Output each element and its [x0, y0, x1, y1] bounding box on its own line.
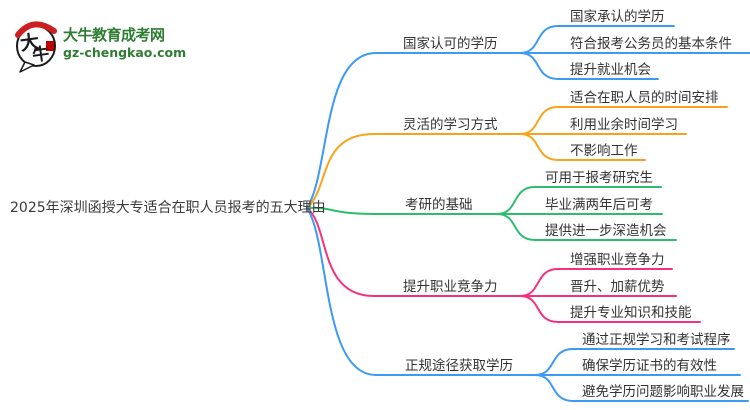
- sub-node-5-2: 确保学历证书的有效性: [582, 358, 717, 374]
- branch-2-lines: [306, 106, 728, 209]
- sub-node-3-3: 提供进一步深造机会: [545, 223, 667, 239]
- sub-node-5-3: 避免学历问题影响职业发展: [582, 384, 744, 400]
- sub-node-5-1: 通过正规学习和考试程序: [582, 332, 731, 348]
- sub-branch-line: [519, 133, 646, 161]
- sub-branch-line: [496, 213, 677, 241]
- branch-line: [306, 206, 498, 215]
- branch-4-lines: [306, 207, 701, 323]
- branch-5-lines: [306, 207, 749, 402]
- logo-title: 大牛教育成考网: [63, 26, 165, 44]
- branch-1-lines: [306, 25, 750, 209]
- branch-line: [306, 207, 521, 297]
- branch-line: [306, 207, 536, 376]
- sub-node-1-3: 提升就业机会: [570, 62, 651, 78]
- root-topic: 2025年深圳函授大专适合在职人员报考的五大理由: [10, 200, 326, 216]
- logo-mark-char2: 牛: [31, 43, 51, 67]
- sub-node-4-1: 增强职业竞争力: [570, 252, 665, 268]
- sub-branch-line: [519, 52, 659, 80]
- logo-mark-bubble: 大 牛: [13, 19, 63, 75]
- branch-label-1: 国家认可的学历: [403, 36, 498, 52]
- logo-bubble-graphic: [15, 21, 57, 73]
- sub-node-2-1: 适合在职人员的时间安排: [570, 90, 719, 106]
- logo-domain: gz-chengkao.com: [63, 45, 187, 60]
- sub-node-4-3: 提升专业知识和技能: [570, 305, 692, 321]
- sub-branch-line: [519, 295, 701, 323]
- branch-label-5: 正规途径获取学历: [405, 358, 513, 374]
- branch-3-lines: [306, 186, 677, 241]
- logo-red-seal: [46, 41, 54, 51]
- logo-red-cap: [15, 21, 57, 38]
- sub-node-3-2: 毕业满两年后可考: [545, 197, 653, 213]
- branch-line: [306, 52, 521, 209]
- branch-line: [306, 133, 521, 209]
- branch-label-3: 考研的基础: [405, 197, 473, 213]
- sub-node-2-3: 不影响工作: [570, 143, 638, 159]
- sub-node-3-1: 可用于报考研究生: [545, 170, 653, 186]
- sub-node-4-2: 晋升、加薪优势: [570, 279, 665, 295]
- sub-node-2-2: 利用业余时间学习: [570, 117, 678, 133]
- sub-node-1-1: 国家承认的学历: [570, 9, 665, 25]
- site-logo[interactable]: 大 牛 大牛教育成考网 gz-chengkao.com: [13, 19, 186, 75]
- sub-node-1-2: 符合报考公务员的基本条件: [570, 36, 732, 52]
- branch-label-4: 提升职业竞争力: [403, 279, 498, 295]
- branch-label-2: 灵活的学习方式: [403, 117, 498, 133]
- sub-branch-line: [534, 374, 749, 402]
